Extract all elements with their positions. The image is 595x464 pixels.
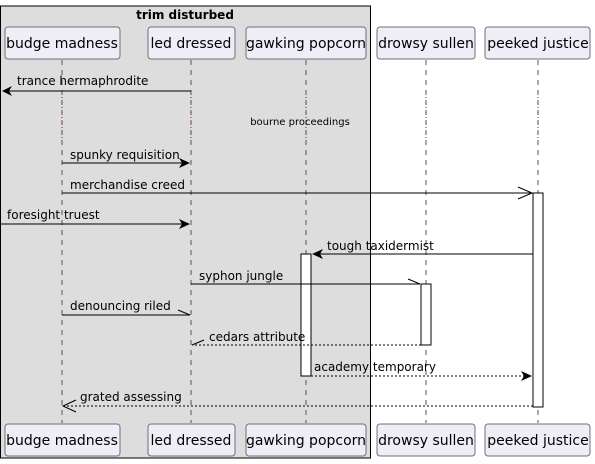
- message-merchandise-creed: merchandise creed: [62, 178, 534, 200]
- participant-label: drowsy sullen: [378, 36, 474, 52]
- participant-label: peeked justice: [487, 433, 588, 449]
- message-label: denouncing riled: [70, 299, 171, 313]
- message-foresight-truest: foresight truest: [0, 208, 190, 229]
- participant-gawk-top: gawking popcorn: [245, 26, 367, 60]
- delay-note: bourne proceedings: [250, 117, 350, 128]
- participant-label: led dressed: [151, 36, 232, 52]
- message-label: trance hermaphrodite: [17, 74, 148, 88]
- message-grated-assessing: grated assessing: [61, 390, 533, 413]
- participant-label: budge madness: [6, 433, 118, 449]
- message-spunky-requisition: spunky requisition: [62, 148, 190, 168]
- message-label: merchandise creed: [70, 178, 185, 192]
- participant-label: gawking popcorn: [246, 433, 366, 449]
- participant-drowsy-top: drowsy sullen: [376, 26, 476, 60]
- participant-label: gawking popcorn: [246, 36, 366, 52]
- message-cedars-attribute: cedars attribute: [191, 330, 421, 346]
- participant-led-bottom: led dressed: [147, 423, 236, 457]
- message-tough-taxidermist: tough taxidermist: [312, 239, 533, 259]
- participant-budge-top: budge madness: [4, 26, 121, 60]
- message-label: foresight truest: [7, 208, 100, 222]
- participant-budge-bottom: budge madness: [4, 423, 121, 457]
- message-label: syphon jungle: [199, 269, 283, 283]
- message-trance-hermaphrodite: trance hermaphrodite: [2, 74, 191, 96]
- participant-led-top: led dressed: [147, 26, 236, 60]
- activation-peeked: [532, 192, 544, 408]
- activation-drowsy: [420, 283, 432, 346]
- participant-gawk-bottom: gawking popcorn: [245, 423, 367, 457]
- participant-label: budge madness: [6, 36, 118, 52]
- message-label: cedars attribute: [209, 330, 305, 344]
- participant-label: peeked justice: [487, 36, 588, 52]
- message-label: tough taxidermist: [327, 239, 434, 253]
- participant-drowsy-bottom: drowsy sullen: [376, 423, 476, 457]
- participant-peeked-bottom: peeked justice: [484, 423, 591, 457]
- message-label: academy temporary: [314, 360, 436, 374]
- participant-peeked-top: peeked justice: [484, 26, 591, 60]
- message-label: grated assessing: [80, 390, 182, 404]
- participant-label: drowsy sullen: [378, 433, 474, 449]
- message-syphon-jungle: syphon jungle: [191, 269, 421, 285]
- delay-segments: [61, 97, 539, 140]
- group-title: trim disturbed: [136, 8, 234, 22]
- message-label: spunky requisition: [70, 148, 180, 162]
- participant-label: led dressed: [151, 433, 232, 449]
- message-denouncing-riled: denouncing riled: [62, 299, 191, 316]
- activation-gawk: [300, 253, 312, 377]
- message-academy-temporary: academy temporary: [311, 360, 532, 381]
